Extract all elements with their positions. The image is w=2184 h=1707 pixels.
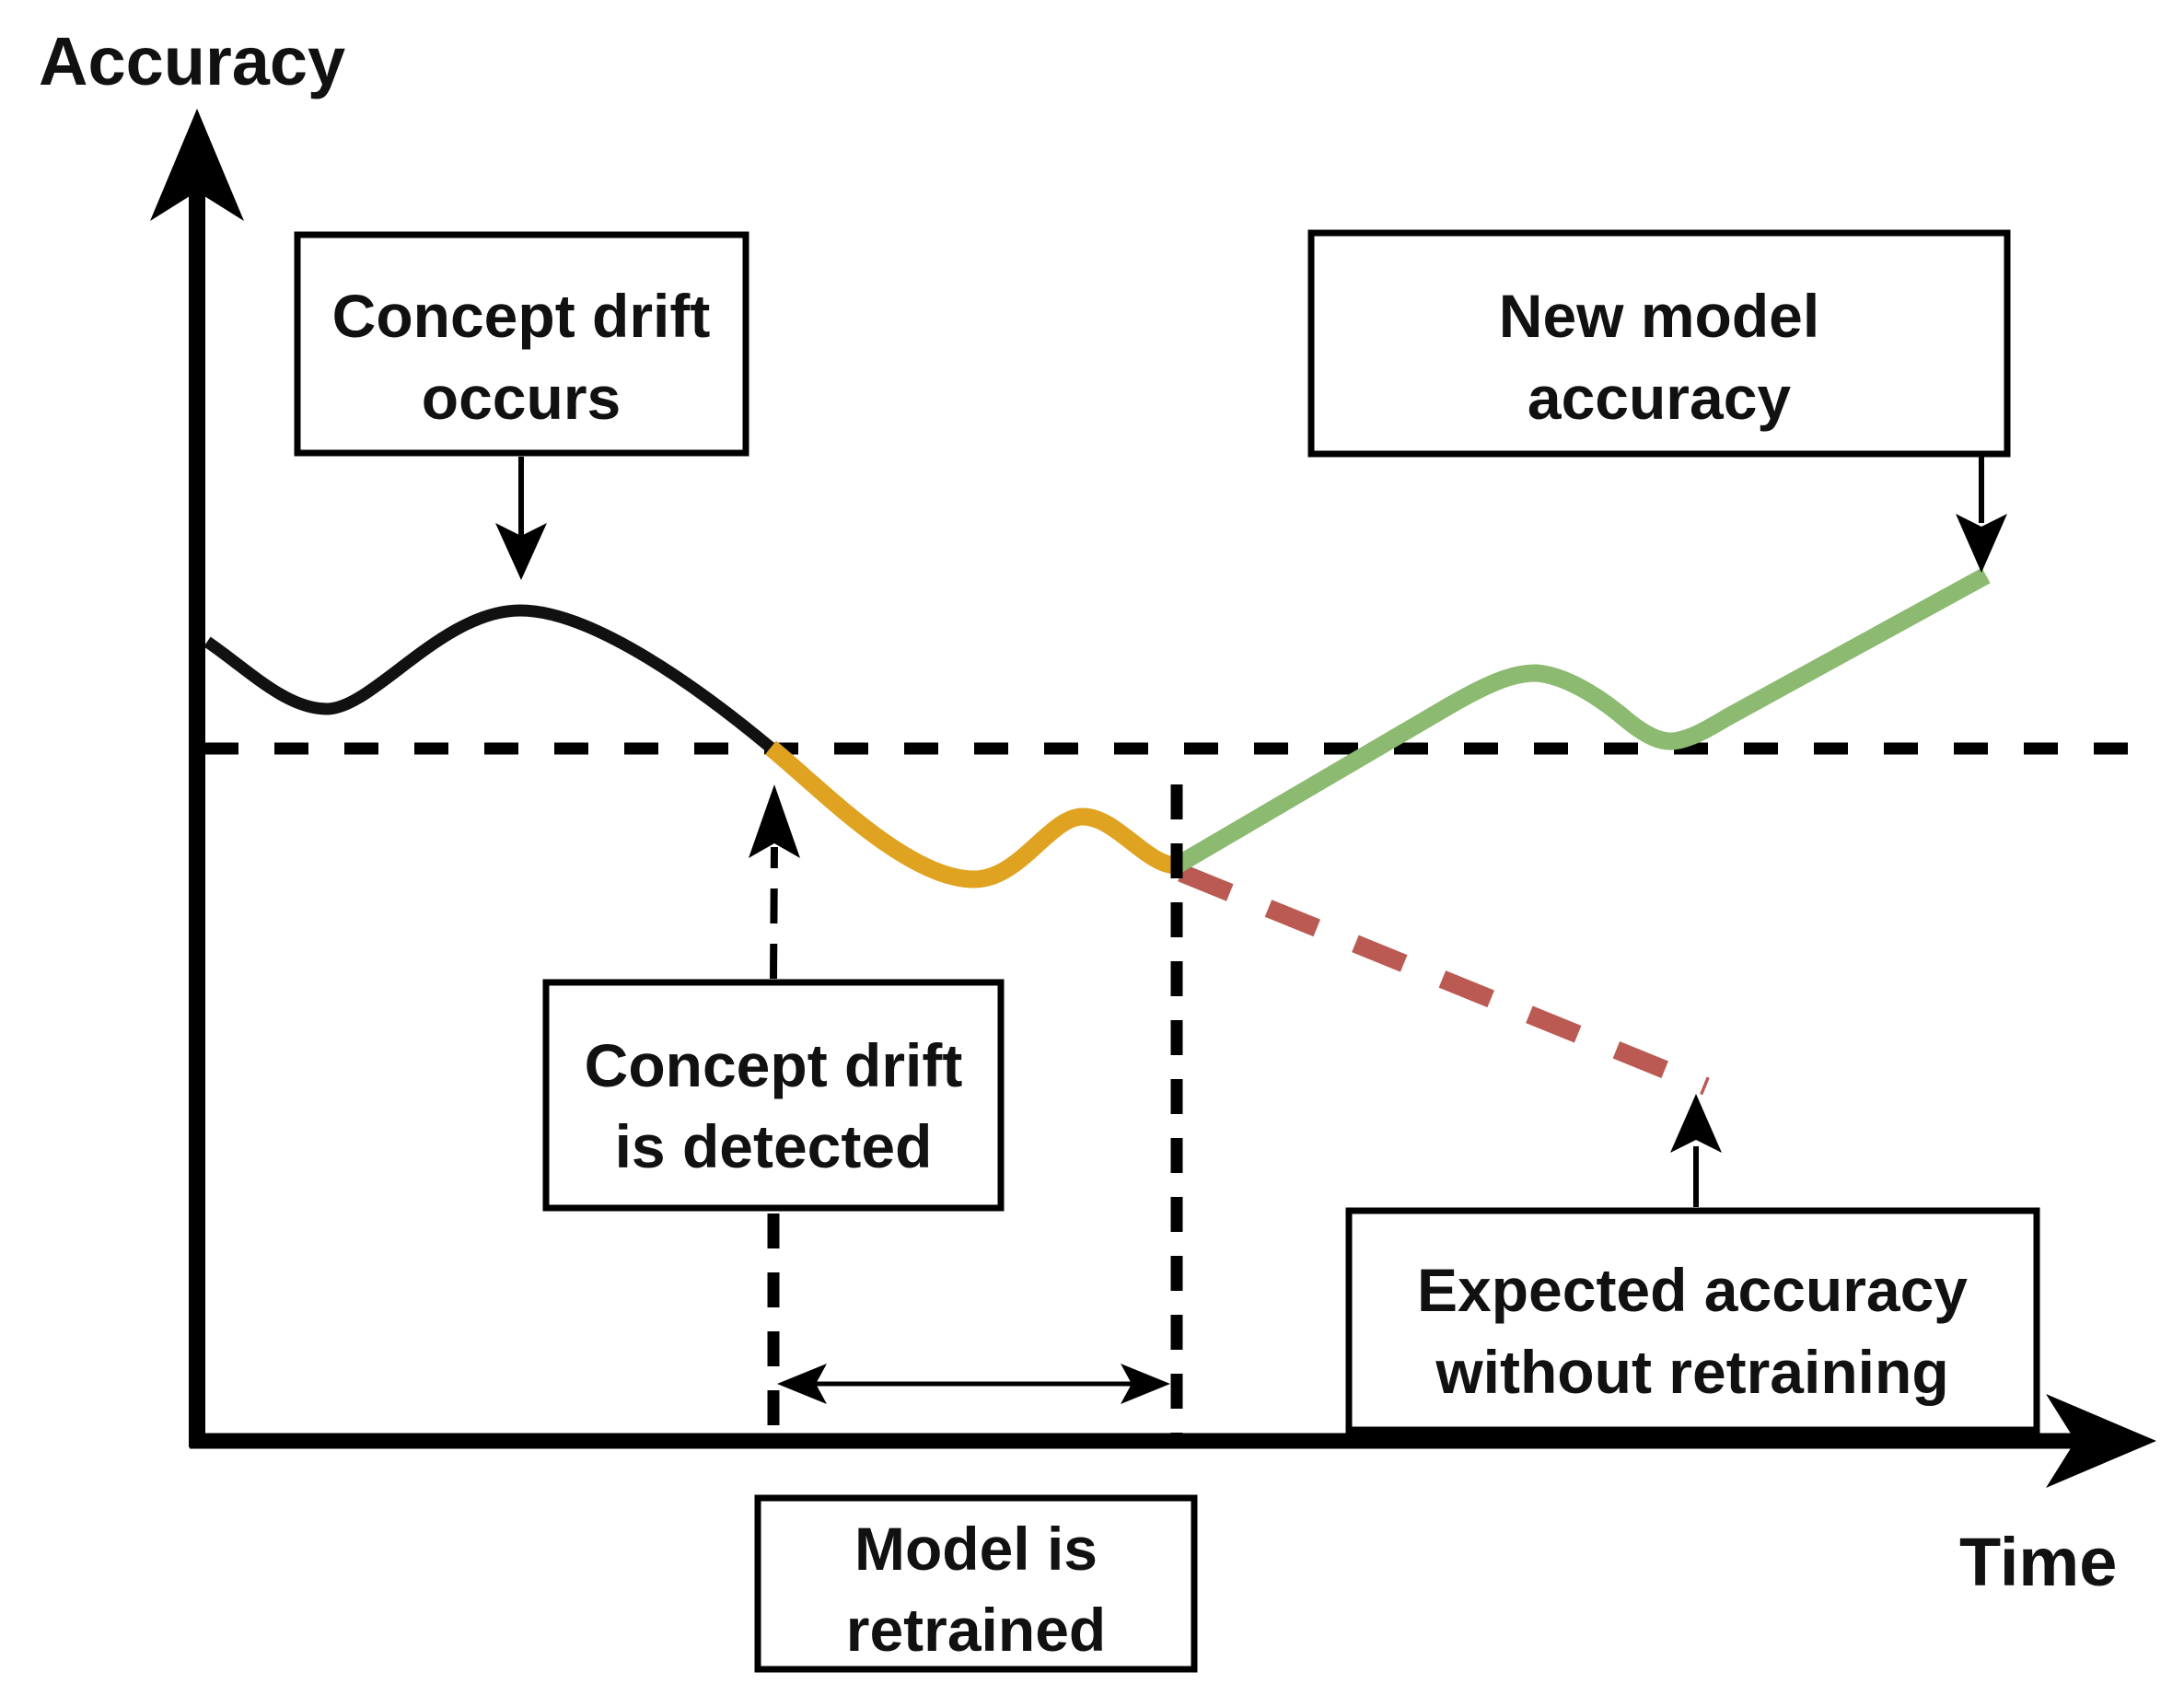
original-accuracy-curve	[203, 604, 775, 752]
expected-accuracy-label-line2: without retraining	[1435, 1338, 1948, 1406]
x-axis-arrowhead-icon	[2046, 1394, 2156, 1488]
retrain-interval-right-arrowhead-icon	[1121, 1364, 1170, 1404]
detected-arrowhead-icon	[749, 784, 800, 858]
expected-accuracy-label-line1: Expected accuracy	[1417, 1256, 1968, 1324]
new-model-accuracy-curve	[1172, 567, 1991, 874]
detected-arrow-dashed-line	[770, 846, 778, 980]
model-retrained-label-line2: retrained	[846, 1596, 1106, 1664]
new-model-accuracy-box	[1307, 229, 2011, 458]
x-axis-label: Time	[1959, 1524, 2117, 1600]
degraded-accuracy-curve	[765, 740, 1179, 888]
occurs-arrowhead-icon	[495, 523, 547, 580]
new-model-arrowhead-icon	[1956, 514, 2007, 573]
concept-drift-occurs-box	[294, 231, 749, 457]
concept-drift-detected-label-line1: Concept drift	[585, 1031, 963, 1099]
expected-accuracy-dashed-curve	[1178, 864, 1710, 1096]
model-retrained-box	[754, 1494, 1198, 1673]
y-axis-label: Accuracy	[39, 23, 345, 99]
model-retrained-label-line1: Model is	[854, 1515, 1098, 1583]
y-axis-arrowhead-icon	[150, 109, 244, 221]
concept-drift-occurs-label-line1: Concept drift	[332, 282, 711, 350]
retrain-interval-left-arrowhead-icon	[777, 1364, 827, 1404]
concept-drift-occurs-label-line2: occurs	[422, 364, 621, 432]
expected-accuracy-box	[1345, 1207, 2040, 1434]
new-model-accuracy-label-line1: New model	[1499, 282, 1819, 350]
expected-arrowhead-icon	[1670, 1094, 1722, 1153]
new-model-accuracy-label-line2: accuracy	[1528, 364, 1792, 432]
concept-drift-detected-label-line2: is detected	[615, 1112, 933, 1180]
concept-drift-detected-box	[542, 979, 1005, 1212]
